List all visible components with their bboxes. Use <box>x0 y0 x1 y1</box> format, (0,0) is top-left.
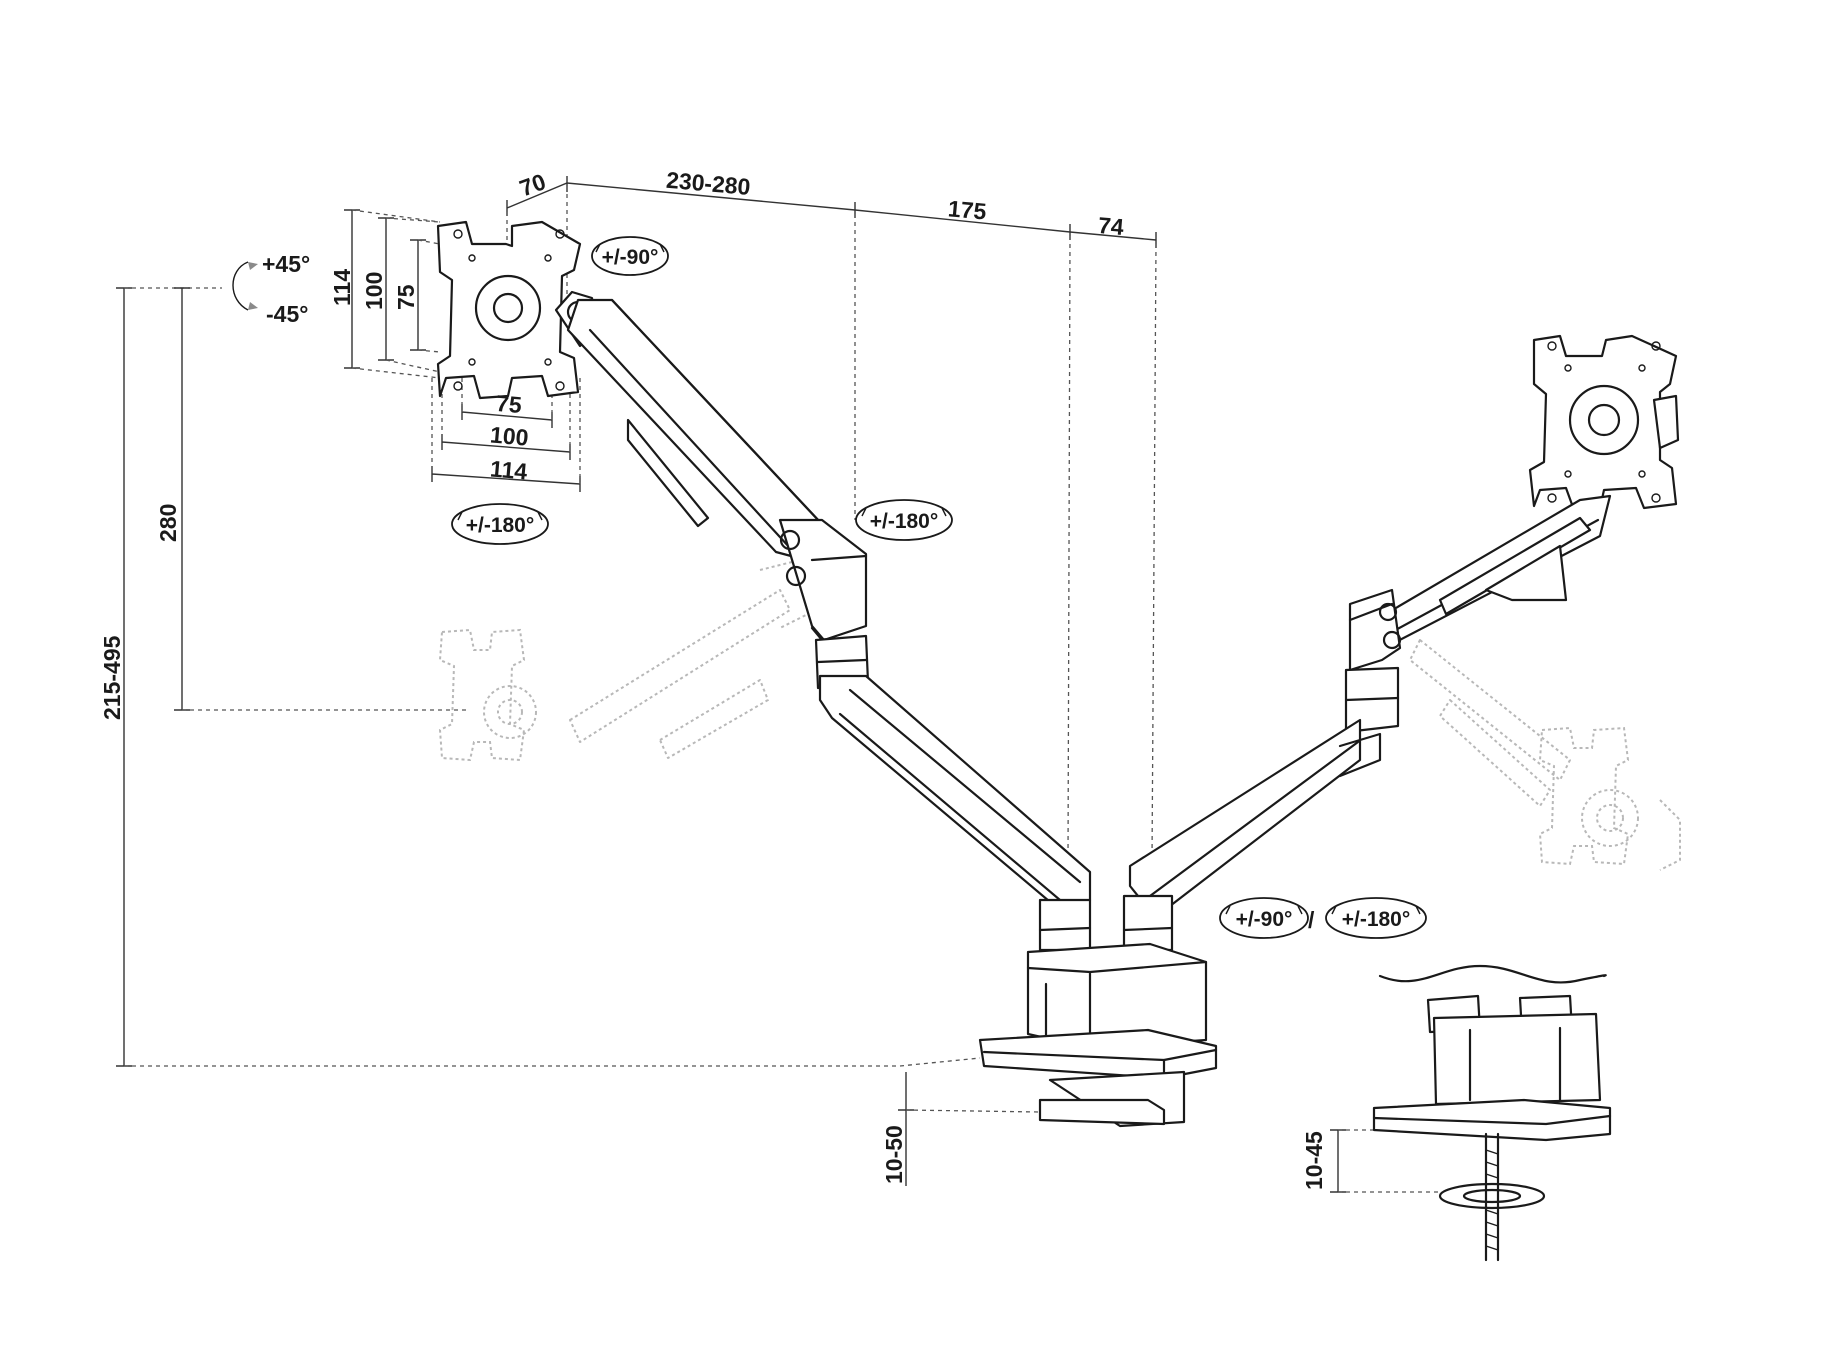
dim-reach-74: 74 <box>1097 212 1125 240</box>
dim-vesa-v-75: 75 <box>393 284 419 310</box>
elbow-rotate-label: +/-180° <box>870 510 939 533</box>
dim-reach-175: 175 <box>947 195 988 224</box>
dim-depth-70: 70 <box>516 168 549 201</box>
dim-height-total: 215-495 <box>99 635 125 720</box>
base-rotate-180-label: +/-180° <box>1342 908 1411 931</box>
dim-clamp-range: 10-50 <box>881 1125 907 1184</box>
base-rotate-badges: +/-90° / +/-180° <box>1219 897 1427 939</box>
dim-vesa-v-114: 114 <box>329 269 355 306</box>
right-arm-lowered-ghost <box>1409 639 1681 871</box>
dimension-lines <box>116 176 1440 1193</box>
right-arm <box>1122 334 1680 952</box>
dim-height-280: 280 <box>155 504 181 542</box>
base-swivel-90-label: +/-90° <box>1236 908 1293 931</box>
swivel-head-label: +/-90° <box>602 246 659 269</box>
grommet-mount-inset <box>1372 964 1612 1262</box>
elbow-rotate-badge: +/-180° <box>855 499 953 541</box>
rotation-labels: +45° -45° +/-90° +/-180° +/-180° +/-90° … <box>262 236 1427 939</box>
dim-grommet-range: 10-45 <box>1301 1131 1327 1190</box>
left-arm-lowered-ghost <box>438 559 813 762</box>
tilt-up-label: +45° <box>262 251 310 277</box>
plate-rotate-badge: +/-180° <box>451 503 549 545</box>
left-arm <box>436 220 1092 952</box>
dim-vesa-v-100: 100 <box>361 272 387 310</box>
dim-vesa-h-100: 100 <box>489 421 529 450</box>
desk-clamp-base <box>978 942 1218 1128</box>
swivel-head-badge: +/-90° <box>591 236 669 276</box>
base-separator: / <box>1308 907 1315 933</box>
dim-reach-230-280: 230-280 <box>665 167 751 200</box>
dim-vesa-h-75: 75 <box>495 390 523 418</box>
dimension-labels: 70 230-280 175 74 114 100 75 75 100 114 … <box>99 167 1327 1190</box>
plate-rotate-label: +/-180° <box>466 514 535 537</box>
tilt-down-label: -45° <box>266 301 308 327</box>
dim-vesa-h-114: 114 <box>489 455 528 484</box>
